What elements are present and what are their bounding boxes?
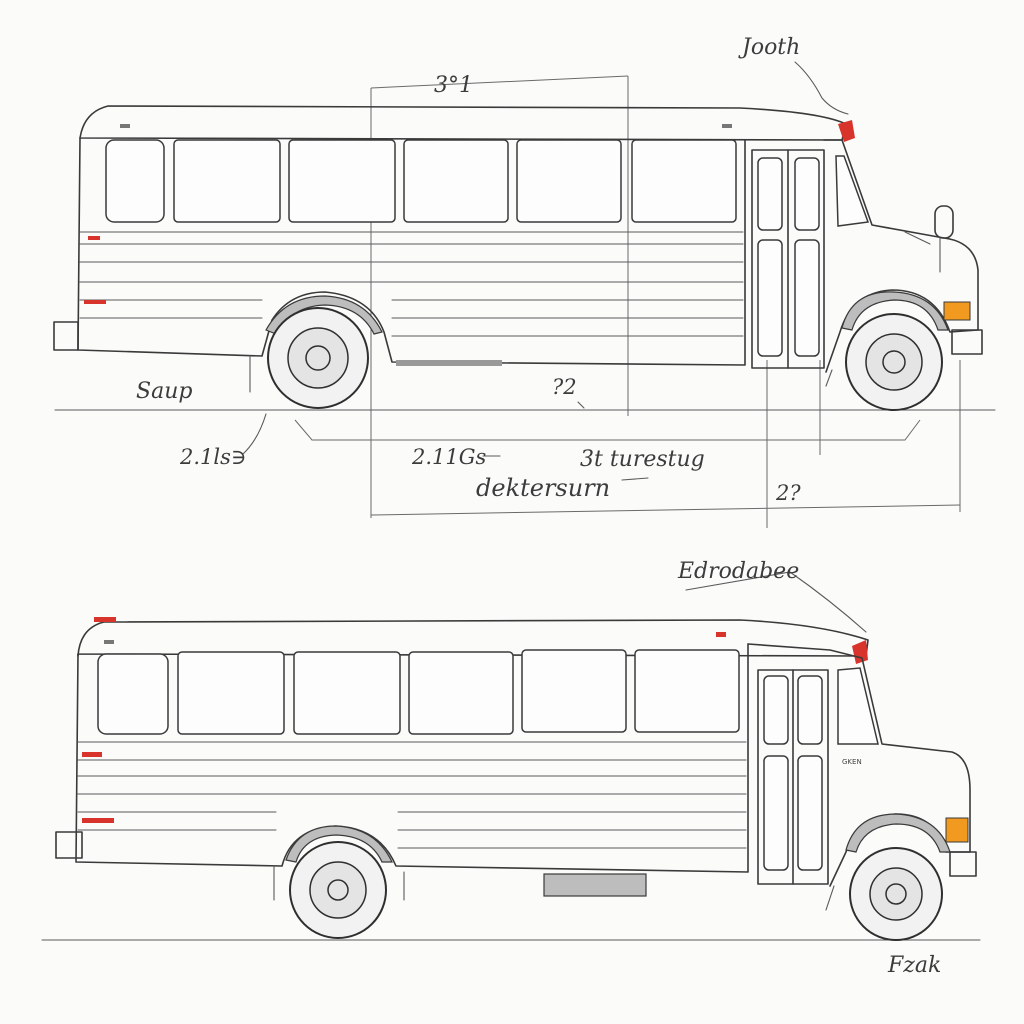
top-headlight xyxy=(943,301,971,321)
top-front-bumper xyxy=(951,329,983,355)
bottom-headlight xyxy=(945,817,969,843)
bottom-bus-windows xyxy=(97,649,740,735)
top-side-mirror xyxy=(934,205,954,239)
bottom-callout-leader xyxy=(685,571,867,633)
bottom-rear-bumper xyxy=(55,831,83,859)
top-bus-windows xyxy=(105,139,737,223)
right-dimension-label: 2? xyxy=(775,481,801,505)
artist-signature: Fzak xyxy=(887,953,941,978)
mid-dimension-label: ?2 xyxy=(552,375,577,399)
bottom-rear-wheel xyxy=(289,841,387,939)
top-windshield xyxy=(835,155,870,227)
hood-badge: GKEN xyxy=(842,758,862,766)
top-step xyxy=(396,360,502,366)
top-bus-roof xyxy=(79,105,847,141)
top-marker-lights xyxy=(84,120,855,304)
bottom-front-wheel xyxy=(849,847,943,941)
bottom-fuel-tank xyxy=(543,873,647,897)
bottom-bus-drawing: Edrodabee GKEN xyxy=(41,559,981,941)
top-bus-door xyxy=(751,149,825,369)
callout-leader xyxy=(794,61,849,115)
top-bus-drawing: 3°1 Jooth Saup 2.1ls∋ 2.11Gs ?2 3t tures… xyxy=(53,35,996,528)
top-rear-bumper xyxy=(53,321,79,351)
callout-label: Jooth xyxy=(738,35,800,60)
bottom-bus-door xyxy=(757,669,829,885)
top-dimension-lines xyxy=(54,61,996,528)
left-dimension-label: 2.1ls∋ xyxy=(179,445,246,469)
bottom-front-bumper xyxy=(949,851,977,877)
bottom-windshield xyxy=(837,667,879,745)
bottom-callout-label: Edrodabee xyxy=(677,559,799,584)
bottom-marker-lights xyxy=(82,617,868,823)
bottom-bus-side-rails xyxy=(77,741,747,849)
top-front-wheel xyxy=(845,313,943,411)
bottom-bus-roof xyxy=(77,619,869,657)
top-rear-wheel xyxy=(267,307,369,409)
left-label: Saup xyxy=(136,379,192,404)
top-bus-side-rails xyxy=(79,231,744,337)
center-dimension-label: 2.11Gs xyxy=(411,445,487,469)
center-note-1: 3t turestug xyxy=(580,447,705,472)
top-dimension-label: 3°1 xyxy=(434,73,473,98)
top-bus-body xyxy=(77,137,746,366)
center-note-2: dektersurn xyxy=(476,474,610,502)
